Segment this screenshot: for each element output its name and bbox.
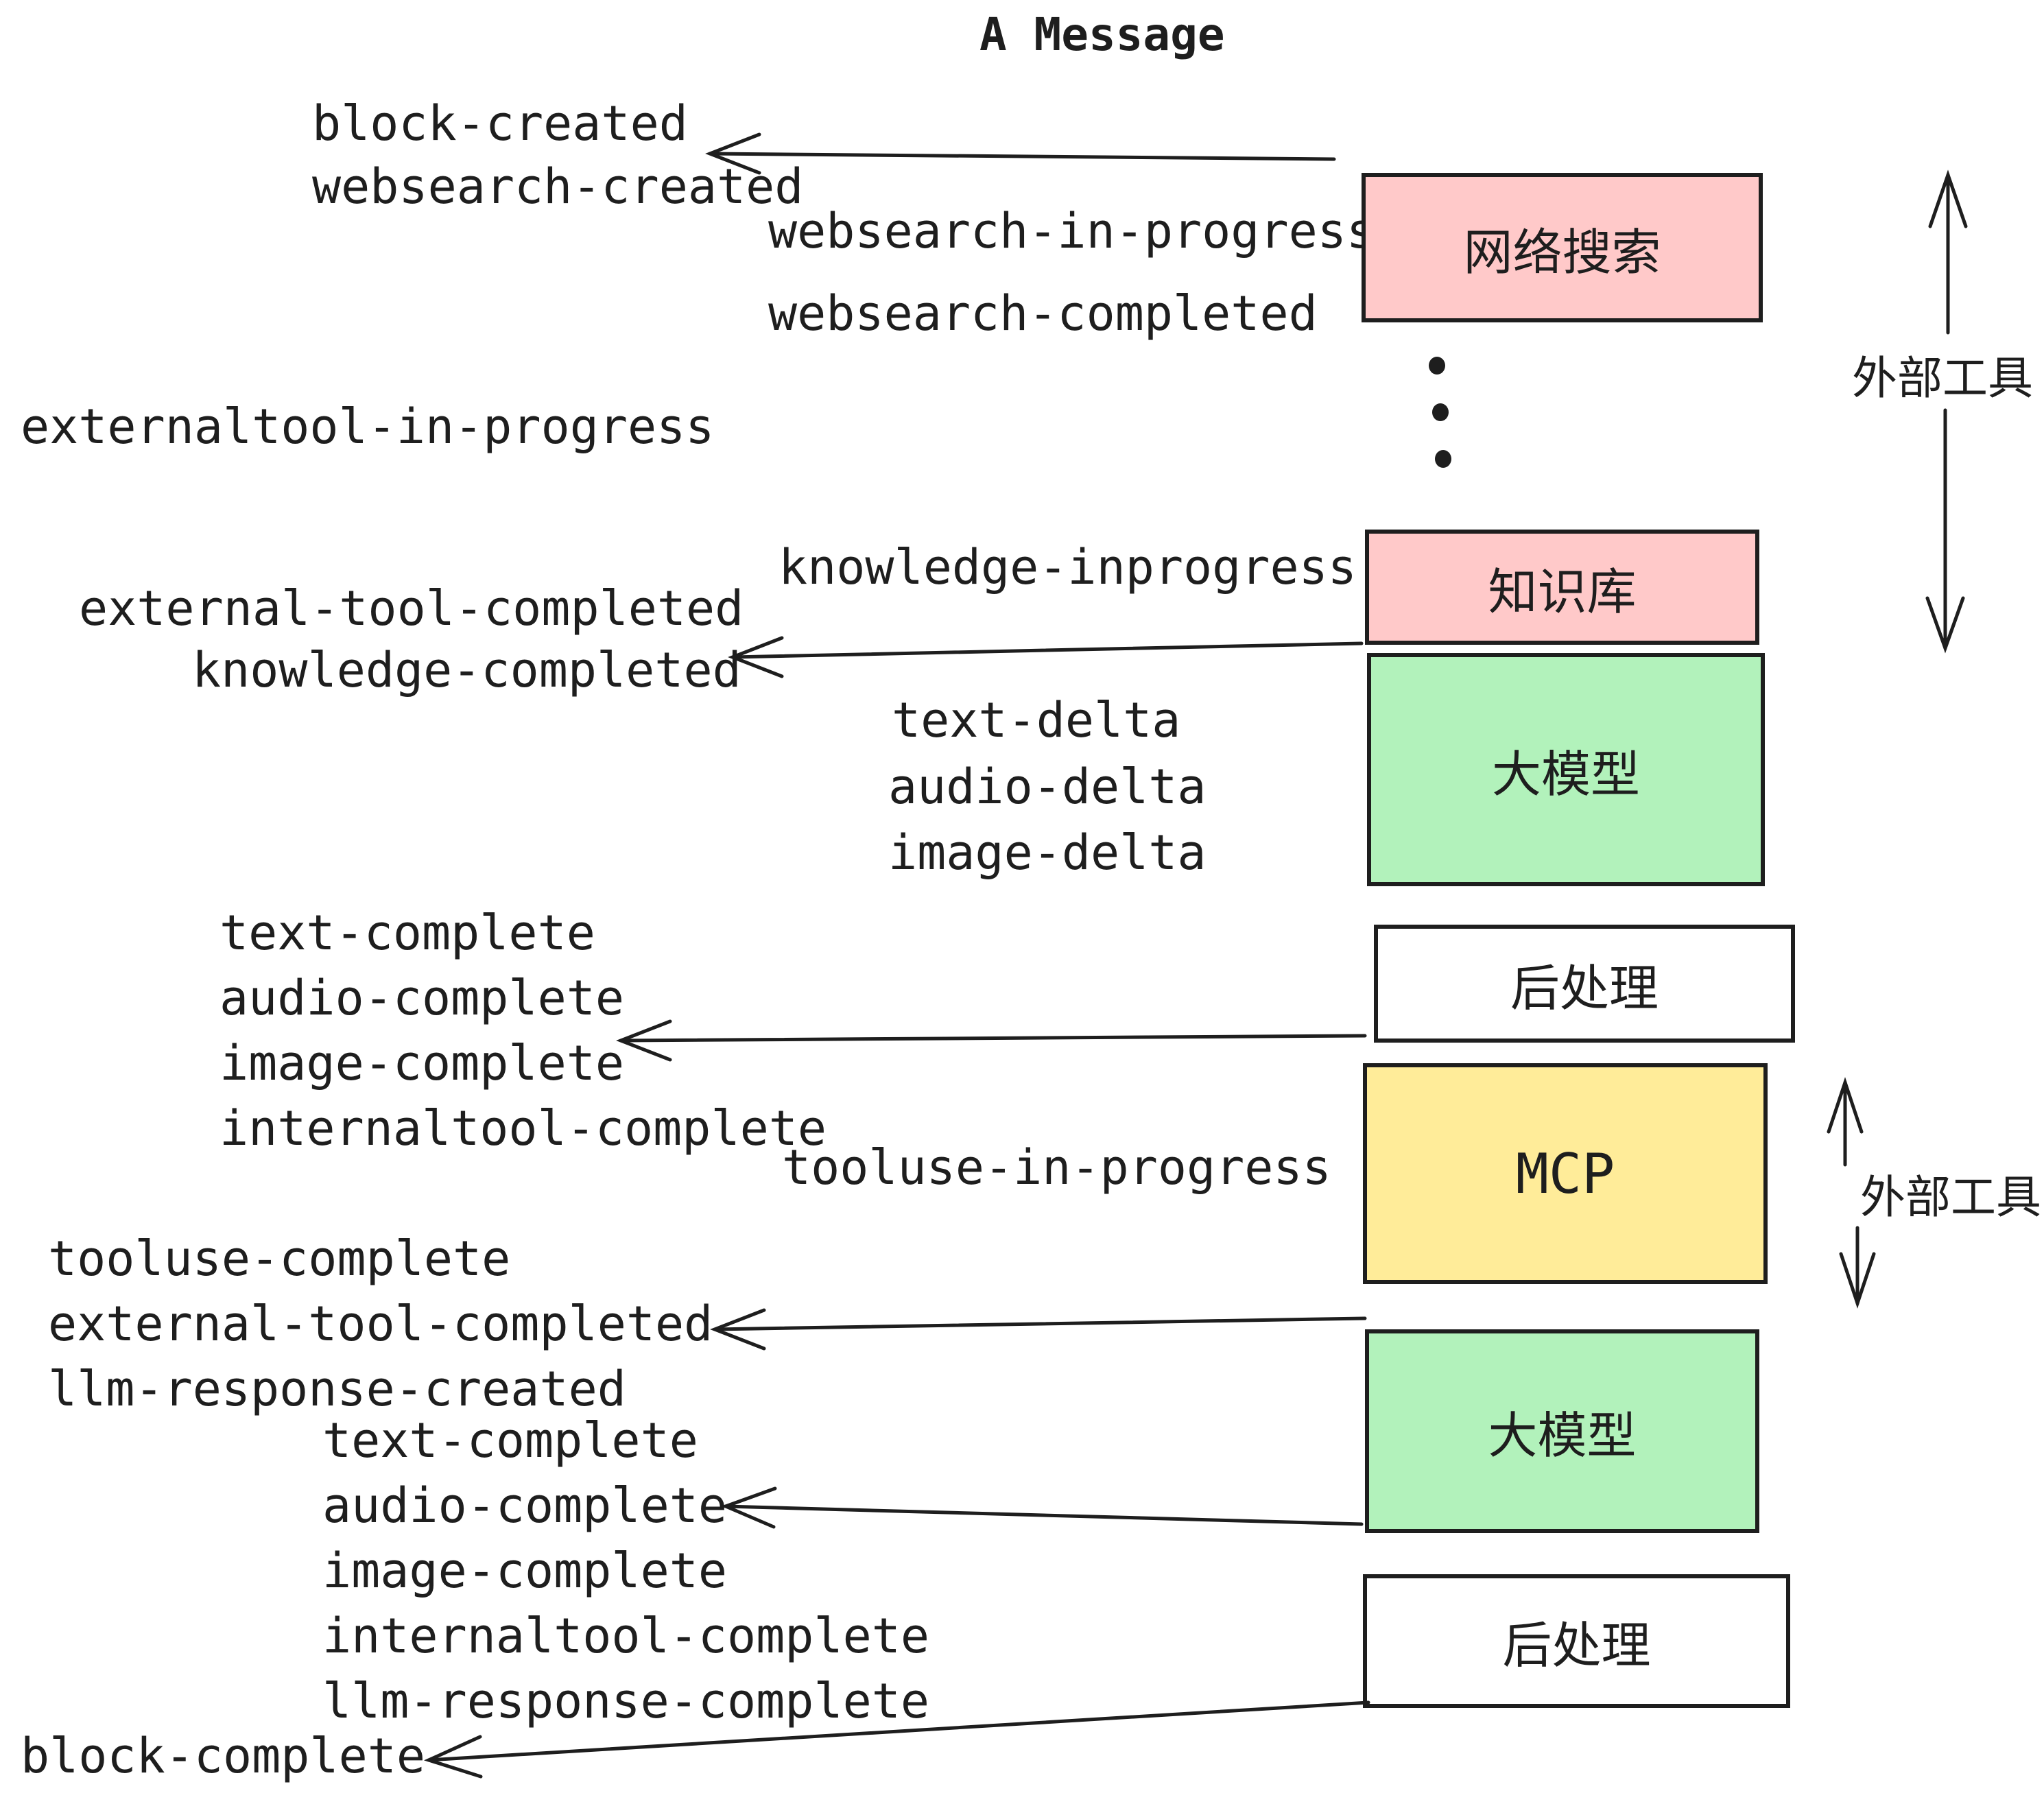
event-llm-response-complete: llm-response-complete (322, 1673, 930, 1729)
event-external-tool-completed-2: external-tool-completed (48, 1296, 713, 1352)
external-tools-up-arrow-icon (1928, 169, 1968, 335)
event-websearch-created: websearch-created (312, 158, 804, 215)
event-llm-response-created: llm-response-created (48, 1361, 626, 1417)
event-knowledge-inprogress: knowledge-inprogress (779, 539, 1357, 595)
external-tools-mcp-up-arrow-icon (1827, 1077, 1864, 1167)
event-image-complete-2: image-complete (322, 1543, 728, 1599)
event-websearch-completed: websearch-completed (768, 285, 1318, 342)
box-websearch: 网络搜索 (1362, 173, 1763, 322)
arrow-to-image-complete-icon (616, 1019, 1367, 1062)
arrow-to-audio-complete-icon (721, 1486, 1364, 1529)
event-internaltool-complete-2: internaltool-complete (322, 1608, 930, 1664)
event-image-delta-1: image-delta (888, 824, 1207, 881)
arrow-to-websearch-created-icon (705, 132, 1336, 175)
ellipsis-dot (1435, 450, 1451, 468)
external-tools-label-mcp: 外部工具 (1860, 1171, 2041, 1224)
event-text-complete-2: text-complete (322, 1412, 698, 1469)
event-websearch-in-progress: websearch-in-progress (768, 203, 1376, 259)
box-postprocess-bottom: 后处理 (1363, 1574, 1790, 1708)
arrow-to-tooluse-complete-icon (710, 1308, 1367, 1351)
box-llm-top: 大模型 (1367, 653, 1765, 886)
box-mcp: MCP (1363, 1063, 1768, 1284)
event-text-complete-1: text-complete (219, 905, 595, 961)
event-tooluse-complete: tooluse-complete (48, 1231, 511, 1287)
event-externaltool-in-progress: externaltool-in-progress (21, 399, 715, 455)
event-tooluse-in-progress: tooluse-in-progress (782, 1139, 1331, 1196)
event-audio-complete-2: audio-complete (322, 1477, 728, 1534)
box-postprocess-top: 后处理 (1374, 925, 1795, 1043)
ellipsis-dot (1429, 357, 1445, 375)
box-llm-bottom: 大模型 (1365, 1329, 1759, 1533)
event-image-complete-1: image-complete (219, 1035, 625, 1091)
diagram-title: A Message (979, 8, 1225, 61)
event-knowledge-completed: knowledge-completed (192, 642, 741, 698)
external-tools-mcp-down-arrow-icon (1839, 1226, 1876, 1309)
external-tools-down-arrow-icon (1925, 408, 1965, 654)
ellipsis-dot (1432, 403, 1449, 421)
event-block-created: block-created (312, 95, 688, 152)
event-text-delta-1: text-delta (892, 692, 1181, 748)
box-knowledge: 知识库 (1365, 530, 1759, 645)
event-block-complete: block-complete (21, 1728, 426, 1784)
external-tools-label-top: 外部工具 (1852, 352, 2033, 405)
event-audio-delta-1: audio-delta (888, 759, 1207, 815)
event-audio-complete-1: audio-complete (219, 970, 625, 1026)
arrow-to-knowledge-completed-icon (728, 636, 1364, 678)
event-internaltool-complete-1: internaltool-complete (219, 1100, 827, 1156)
event-external-tool-completed-1: external-tool-completed (79, 580, 744, 637)
